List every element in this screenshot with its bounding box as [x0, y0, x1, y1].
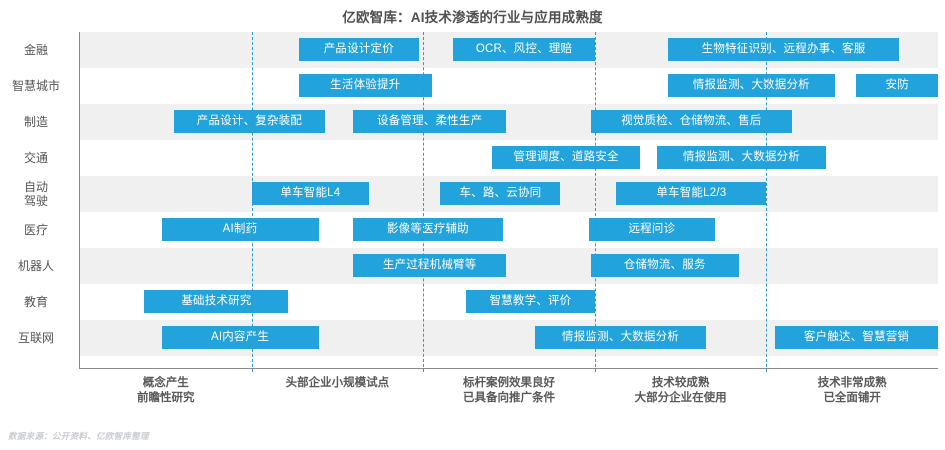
x-axis-caption-line: 大部分企业在使用	[634, 392, 727, 404]
x-axis-stage-caption-5: 技术非常成熟已全面铺开	[766, 376, 938, 406]
y-axis-label-line: 互联网	[17, 331, 54, 345]
application-box[interactable]: OCR、风控、理赔	[453, 38, 595, 61]
application-box[interactable]: 智慧教学、评价	[466, 290, 595, 313]
application-box[interactable]: 单车智能L2/3	[616, 182, 767, 205]
y-axis-label-line: 制造	[23, 115, 48, 129]
x-axis-caption-line: 已具备向推广条件	[462, 392, 555, 404]
y-axis-label-智慧城市: 智慧城市	[0, 79, 72, 93]
application-box[interactable]: 影像等医疗辅助	[352, 218, 503, 241]
chart-row-机器人	[80, 248, 938, 284]
y-axis-label-line: 交通	[23, 151, 48, 165]
application-box[interactable]: 情报监测、大数据分析	[667, 74, 836, 97]
application-box[interactable]: 情报监测、大数据分析	[656, 146, 827, 169]
application-box[interactable]: 远程问诊	[588, 218, 715, 241]
x-axis-stage-caption-2: 头部企业小规模试点	[252, 376, 424, 391]
x-axis-stage-caption-4: 技术较成熟大部分企业在使用	[595, 376, 767, 406]
y-axis-label-line: 金融	[23, 43, 48, 57]
application-box[interactable]: 生物特征识别、远程办事、客服	[667, 38, 900, 61]
stage-divider-4	[766, 32, 768, 372]
stage-divider-1	[251, 32, 253, 372]
y-axis-label-交通: 交通	[0, 151, 72, 165]
x-axis-caption-line: 技术较成熟	[651, 377, 710, 389]
y-axis-label-教育: 教育	[0, 295, 72, 309]
y-axis-label-互联网: 互联网	[0, 331, 72, 345]
x-axis-stage-caption-3: 标杆案例效果良好已具备向推广条件	[423, 376, 595, 406]
x-axis-caption-line: 已全面铺开	[823, 392, 881, 404]
stage-divider-2	[423, 32, 425, 372]
y-axis-label-line: 智慧城市	[11, 79, 60, 93]
application-box[interactable]: 产品设计、复杂装配	[174, 110, 325, 133]
application-box[interactable]: 管理调度、道路安全	[491, 146, 641, 169]
application-box[interactable]: 单车智能L4	[251, 182, 370, 205]
application-box[interactable]: 车、路、云协同	[440, 182, 561, 205]
application-box[interactable]: 客户触达、智慧营销	[774, 326, 938, 349]
y-axis-label-line: 机器人	[17, 259, 54, 273]
application-box[interactable]: 设备管理、柔性生产	[352, 110, 507, 133]
application-box[interactable]: 视觉质检、仓储物流、售后	[590, 110, 793, 133]
application-box[interactable]: 情报监测、大数据分析	[534, 326, 707, 349]
application-box[interactable]: 生活体验提升	[298, 74, 432, 97]
x-axis-caption-line: 概念产生	[142, 377, 189, 389]
x-axis-caption-line: 前瞻性研究	[137, 392, 195, 404]
application-box[interactable]: AI内容产生	[161, 326, 319, 349]
x-axis-stage-caption-1: 概念产生前瞻性研究	[80, 376, 252, 406]
x-axis-caption-line: 标杆案例效果良好	[462, 377, 555, 389]
x-axis-line	[79, 368, 938, 369]
application-box[interactable]: 安防	[856, 74, 938, 97]
application-box[interactable]: 生产过程机械臂等	[352, 254, 507, 277]
y-axis-label-line: 驾驶	[23, 194, 48, 208]
x-axis-caption-line: 技术非常成熟	[817, 377, 887, 389]
y-axis-label-line: 教育	[23, 295, 48, 309]
y-axis-label-line: 医疗	[23, 223, 48, 237]
y-axis-line	[79, 32, 80, 368]
y-axis-label-自动驾驶: 自动驾驶	[0, 180, 72, 208]
y-axis-label-制造: 制造	[0, 115, 72, 129]
application-box[interactable]: 仓储物流、服务	[590, 254, 739, 277]
y-axis-label-医疗: 医疗	[0, 223, 72, 237]
source-note: 数据来源：公开资料、亿欧智库整理	[8, 431, 149, 441]
y-axis-label-line: 自动	[23, 180, 48, 194]
stage-divider-3	[594, 32, 596, 372]
y-axis-label-金融: 金融	[0, 43, 72, 57]
y-axis-label-机器人: 机器人	[0, 259, 72, 273]
application-box[interactable]: 基础技术研究	[144, 290, 289, 313]
application-box[interactable]: AI制药	[161, 218, 319, 241]
application-box[interactable]: 产品设计定价	[298, 38, 419, 61]
page-title: 亿欧智库：AI技术渗透的行业与应用成熟度	[342, 10, 603, 25]
x-axis-caption-line: 头部企业小规模试点	[285, 377, 390, 389]
